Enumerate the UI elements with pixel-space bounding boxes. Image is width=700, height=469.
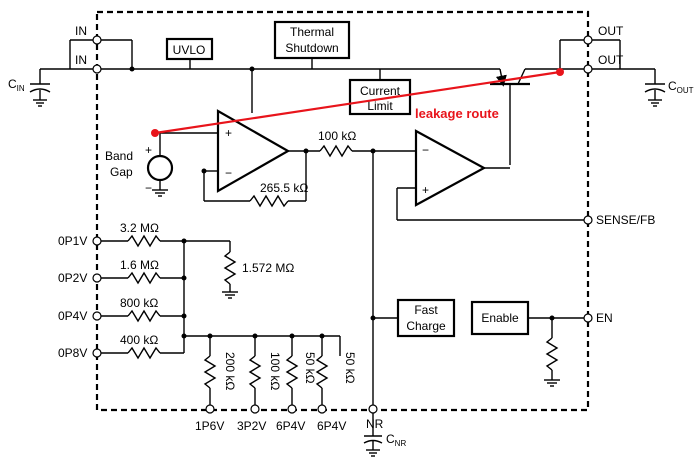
r-400k-label: 400 kΩ: [120, 333, 158, 347]
thermal-label-1: Thermal: [290, 25, 334, 39]
amp1-minus: −: [225, 166, 232, 180]
label-3p2v: 3P2V: [237, 419, 266, 433]
uvlo-block: [165, 37, 214, 61]
bg-minus: −: [145, 181, 152, 195]
output-network: [559, 39, 666, 107]
bg-plus: +: [145, 143, 152, 157]
cnr-label: CNR: [386, 432, 406, 448]
amp2-plus: +: [422, 183, 429, 197]
pin-0p4v: [92, 311, 102, 321]
label-out-bottom: OUT: [598, 53, 624, 67]
r-1p6m-label: 1.6 MΩ: [120, 258, 159, 272]
label-in-top: IN: [75, 24, 87, 38]
r-800k-label: 800 kΩ: [120, 296, 158, 310]
pin-6p4v-a: [287, 404, 297, 414]
error-amplifier: [216, 109, 291, 193]
r-265k-label: 265.5 kΩ: [260, 181, 308, 195]
pass-transistor: [490, 68, 560, 165]
chip-boundary: [95, 10, 590, 412]
label-1p6v: 1P6V: [195, 419, 224, 433]
label-in-bottom: IN: [75, 53, 87, 67]
label-en: EN: [596, 311, 613, 325]
current-label-2: Limit: [367, 99, 393, 113]
thermal-label-2: Shutdown: [285, 41, 338, 55]
fast-label-2: Charge: [406, 319, 446, 333]
r-200k-label: 200 kΩ: [223, 352, 237, 390]
thermal-shutdown-block: [273, 20, 351, 60]
fast-charge-block: [396, 298, 456, 338]
amp2-minus: −: [422, 143, 429, 157]
pin-1p6v: [205, 404, 215, 414]
label-6p4v-b: 6P4V: [317, 419, 346, 433]
bandgap-label-2: Gap: [110, 165, 133, 179]
pin-in-top: [92, 35, 102, 45]
fast-label-1: Fast: [414, 303, 438, 317]
uvlo-label: UVLO: [173, 43, 206, 57]
pin-0p2v: [92, 273, 102, 283]
leakage-route-label: leakage route: [415, 106, 499, 121]
r-100k-v-label: 100 kΩ: [268, 352, 282, 390]
r-50k-b-label: 50 kΩ: [343, 352, 357, 384]
bandgap-label-1: Band: [105, 149, 133, 163]
pin-0p8v: [92, 348, 102, 358]
label-nr: NR: [366, 417, 384, 431]
pin-3p2v: [250, 404, 260, 414]
pin-out-bottom: [583, 64, 593, 74]
pin-in-bottom: [92, 64, 102, 74]
r-100k-top-label: 100 kΩ: [318, 129, 356, 143]
r-1572m-label: 1.572 MΩ: [242, 261, 294, 275]
pin-6p4v-b: [317, 404, 327, 414]
pin-en: [583, 313, 593, 323]
label-0p1v: 0P1V: [58, 234, 87, 248]
pin-0p1v: [92, 236, 102, 246]
label-0p4v: 0P4V: [58, 309, 87, 323]
cin-label: CIN: [8, 77, 25, 93]
input-network: [29, 39, 500, 107]
leakage-start-dot: [151, 129, 159, 137]
r-50k-a-label: 50 kΩ: [303, 352, 317, 384]
current-label-1: Current: [360, 84, 401, 98]
bottom-resistors: [203, 336, 341, 405]
label-out-top: OUT: [598, 24, 624, 38]
enable-label: Enable: [481, 311, 519, 325]
label-0p8v: 0P8V: [58, 346, 87, 360]
amp1-plus: +: [225, 126, 232, 140]
output-amplifier: [414, 129, 487, 207]
pin-sense-fb: [583, 215, 593, 225]
leakage-route-line: [154, 70, 561, 135]
bandgap-source: [146, 154, 174, 182]
label-6p4v-a: 6P4V: [276, 419, 305, 433]
pin-out-top: [583, 35, 593, 45]
label-sense-fb: SENSE/FB: [596, 213, 655, 227]
r-3p2m-label: 3.2 MΩ: [120, 221, 159, 235]
label-0p2v: 0P2V: [58, 271, 87, 285]
pin-nr: [368, 404, 378, 414]
cout-label: COUT: [668, 79, 694, 95]
leakage-end-dot: [556, 68, 564, 76]
